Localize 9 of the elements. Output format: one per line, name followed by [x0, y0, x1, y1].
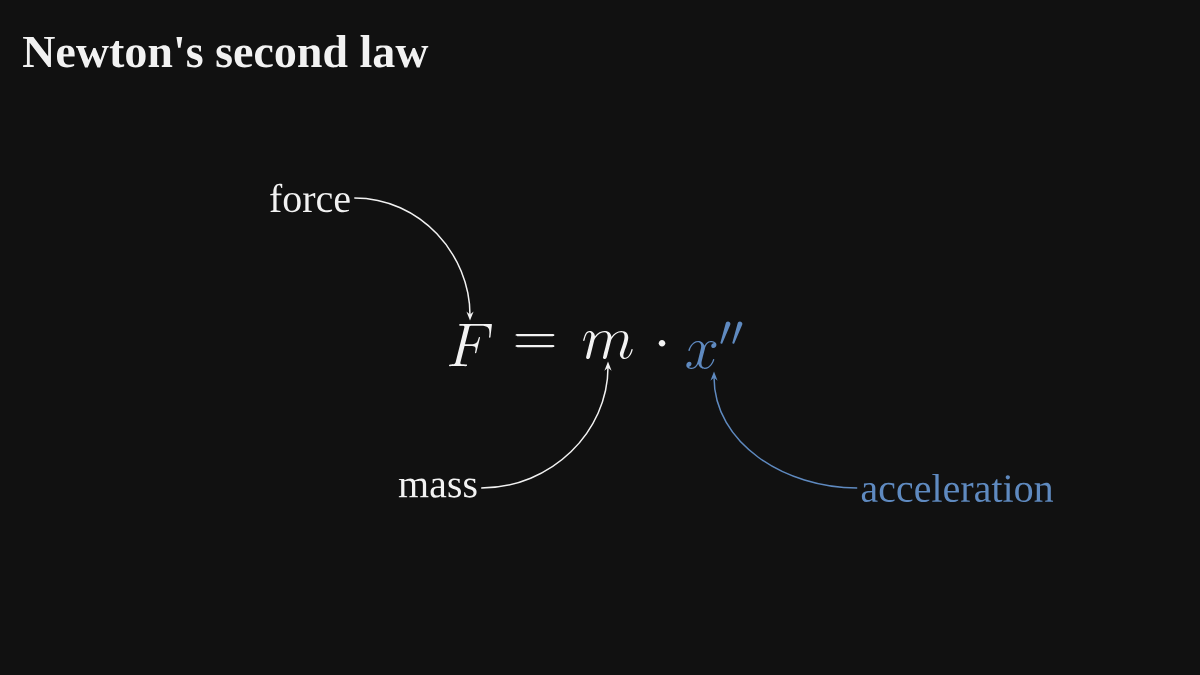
annotation-label: acceleration	[861, 473, 1054, 503]
formula-symbol: $m$	[583, 331, 633, 359]
annotation-label: force	[270, 183, 350, 213]
formula-symbol: $x''$	[686, 321, 743, 369]
annotation-label: mass	[398, 478, 477, 498]
formula-symbol: $F$	[449, 323, 492, 367]
formula-symbol: $\cdot$	[658, 340, 666, 347]
formula-symbol: $=$	[515, 333, 555, 348]
title: Newton's second law	[23, 35, 429, 68]
